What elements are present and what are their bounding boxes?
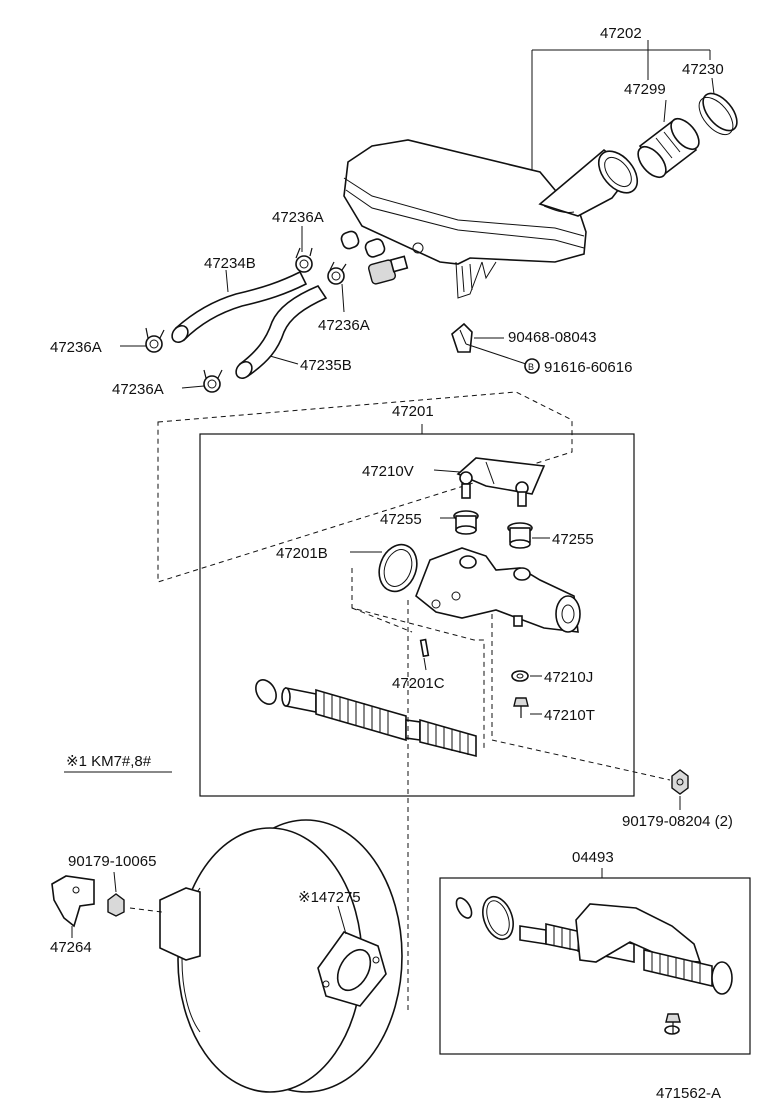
- label-47210J: 47210J: [544, 669, 593, 686]
- label-47230: 47230: [682, 61, 724, 78]
- bracket-47264: [51, 871, 125, 938]
- figure-id: 471562-A: [656, 1085, 721, 1102]
- label-47236A-left: 47236A: [50, 339, 102, 356]
- brake-booster: [129, 819, 403, 1093]
- label-47210T: 47210T: [544, 707, 595, 724]
- label-47236A-right: 47236A: [318, 317, 370, 334]
- label-47202: 47202: [600, 25, 642, 42]
- hoses-and-clamps: [120, 226, 347, 393]
- label-47201B: 47201B: [276, 545, 328, 562]
- kit-04493-frame: [439, 877, 751, 1055]
- label-47255-left: 47255: [380, 511, 422, 528]
- part-number-labels: 47202 47230 47299 47236A 47234B 47236A 4…: [50, 25, 733, 1102]
- label-47255-right: 47255: [552, 531, 594, 548]
- label-47201C: 47201C: [392, 675, 445, 692]
- label-90179-08204: 90179-08204 (2): [622, 813, 733, 830]
- kit-04493-parts: [455, 895, 733, 1035]
- label-47264: 47264: [50, 939, 92, 956]
- label-47235B: 47235B: [300, 357, 352, 374]
- assembly-47201-frame: [199, 433, 635, 797]
- label-47201: 47201: [392, 403, 434, 420]
- label-90179-10065: 90179-10065: [68, 853, 156, 870]
- label-91616-60616: 91616-60616: [544, 359, 632, 376]
- label-47236A-lower: 47236A: [112, 381, 164, 398]
- label-km7-note: ※1 KM7#,8#: [66, 753, 152, 770]
- reservoir-assembly: [340, 40, 738, 299]
- label-47234B: 47234B: [204, 255, 256, 272]
- label-147275: ※147275: [298, 889, 361, 906]
- label-90468-08043: 90468-08043: [508, 329, 596, 346]
- nut-90179-08204: [671, 769, 689, 810]
- label-47236A-top: 47236A: [272, 209, 324, 226]
- master-cylinder-assembly: [255, 457, 671, 1010]
- reservoir-bracket: B: [451, 322, 540, 374]
- label-47210V: 47210V: [362, 463, 414, 480]
- svg-text:B: B: [528, 362, 534, 372]
- label-04493: 04493: [572, 849, 614, 866]
- label-47299: 47299: [624, 81, 666, 98]
